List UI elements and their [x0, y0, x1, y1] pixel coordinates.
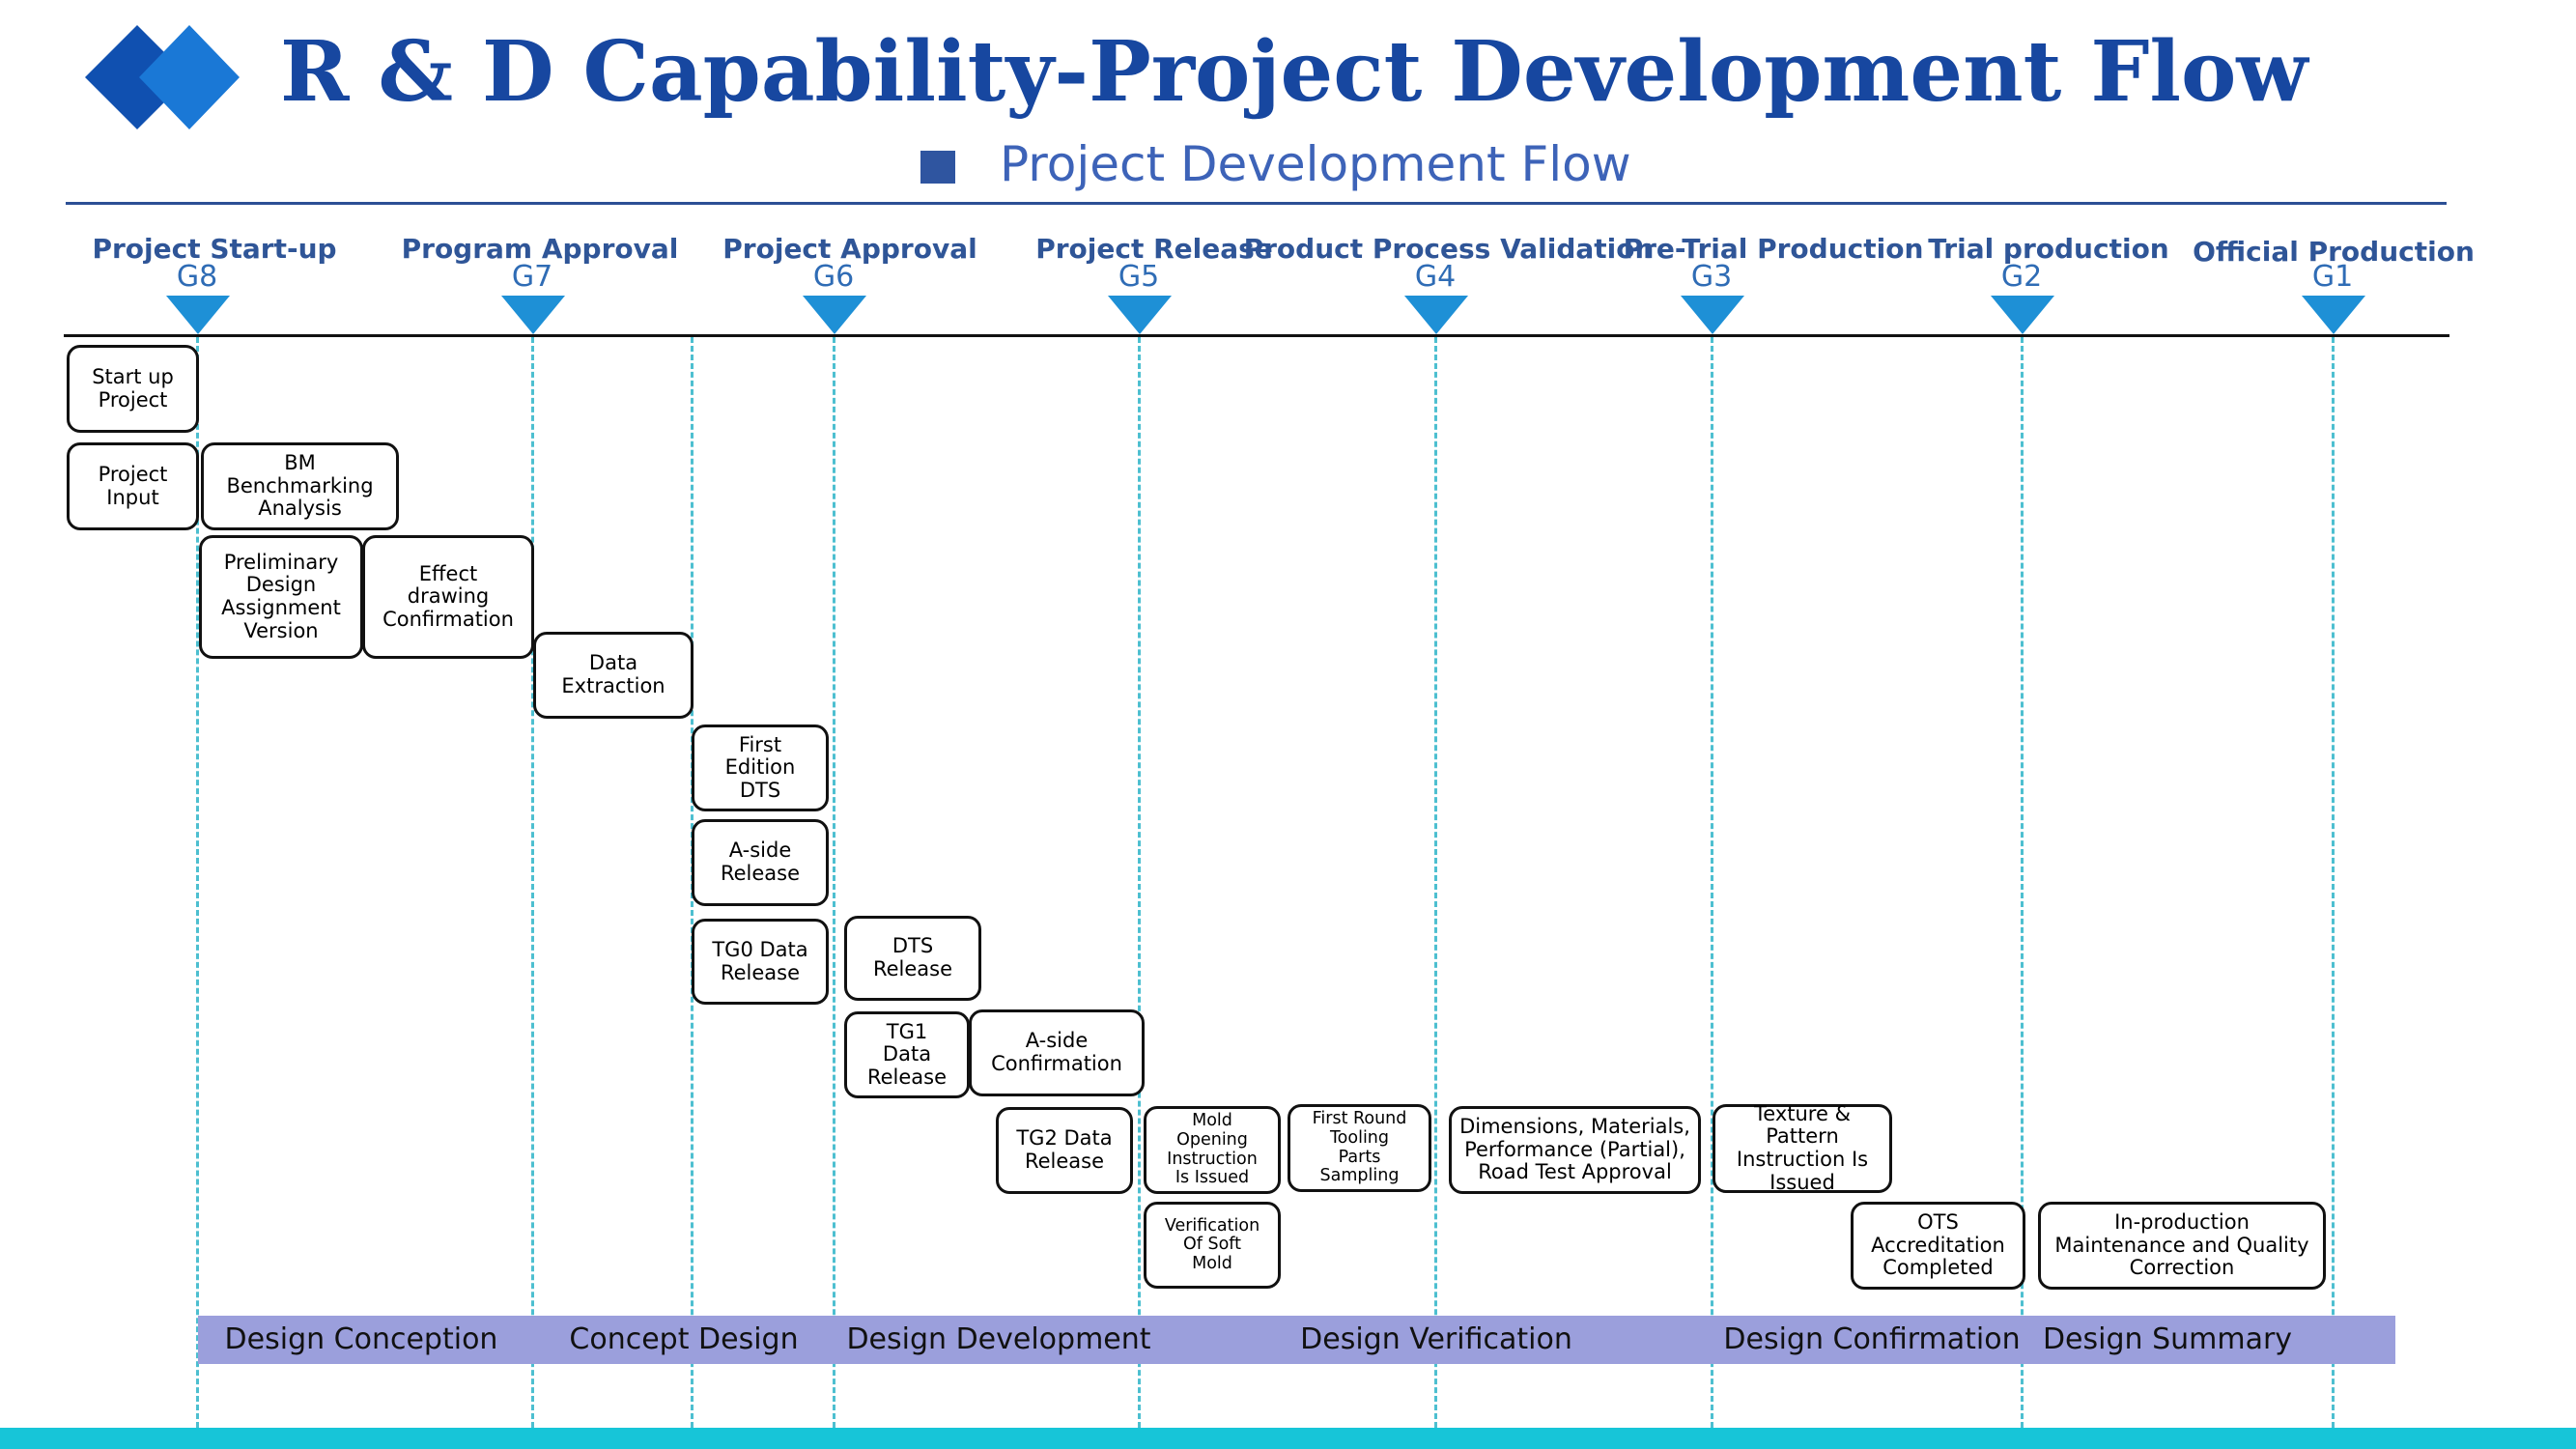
- task-box: Texture & Pattern Instruction Is Issued: [1713, 1102, 1892, 1193]
- page-subtitle: Project Development Flow: [1000, 136, 1631, 192]
- timeline-guide-line: [1711, 337, 1713, 1428]
- phase-label: Design Confirmation: [1723, 1322, 2021, 1356]
- timeline-guide-line: [2332, 337, 2335, 1428]
- task-box: Mold Opening Instruction Is Issued: [1144, 1106, 1281, 1194]
- phase-label: Design Development: [846, 1322, 1151, 1356]
- gate-label: Program Approval: [401, 233, 679, 265]
- phase-label: Design Conception: [224, 1322, 498, 1356]
- task-box: In-production Maintenance and Quality Co…: [2038, 1202, 2326, 1290]
- gate-code: G5: [1118, 260, 1160, 294]
- task-box: Data Extraction: [533, 632, 694, 719]
- gate-code: G7: [511, 260, 553, 294]
- gate-marker-icon: [2302, 296, 2365, 334]
- footer-band: [0, 1428, 2576, 1449]
- task-box: TG1 Data Release: [844, 1011, 970, 1098]
- gate-label: Pre-Trial Production: [1623, 233, 1924, 265]
- page-title: R & D Capability-Project Development Flo…: [280, 23, 2308, 121]
- gate-code: G1: [2311, 260, 2354, 294]
- logo-diamonds-icon: [85, 25, 240, 129]
- task-box: Dimensions, Materials, Performance (Part…: [1449, 1106, 1701, 1194]
- gate-label: Product Process Validation: [1243, 233, 1655, 265]
- gate-code: G4: [1414, 260, 1457, 294]
- phase-label: Concept Design: [569, 1322, 799, 1356]
- timeline-guide-line: [1138, 337, 1141, 1428]
- gate-marker-icon: [1681, 296, 1744, 334]
- gate-label: Project Release: [1035, 233, 1273, 265]
- task-box: TG0 Data Release: [692, 919, 829, 1005]
- subtitle-bullet-icon: [920, 151, 955, 184]
- gate-marker-icon: [1108, 296, 1172, 334]
- timeline-axis: [64, 334, 2449, 337]
- gate-label: Trial production: [1928, 233, 2169, 265]
- task-box: BM Benchmarking Analysis: [201, 442, 399, 530]
- phase-label: Design Verification: [1300, 1322, 1572, 1356]
- task-box: A-side Release: [692, 819, 829, 906]
- task-box: TG2 Data Release: [996, 1107, 1133, 1194]
- phase-label: Design Summary: [2042, 1322, 2293, 1356]
- gate-code: G2: [2000, 260, 2043, 294]
- timeline-guide-line: [2021, 337, 2024, 1428]
- task-box: First Round Tooling Parts Sampling: [1288, 1104, 1431, 1192]
- gate-label: Project Approval: [722, 233, 977, 265]
- gate-code: G3: [1690, 260, 1733, 294]
- gate-marker-icon: [1404, 296, 1468, 334]
- gate-label: Project Start-up: [92, 233, 337, 265]
- phase-arrow-head-icon: [2364, 1316, 2394, 1364]
- gate-marker-icon: [803, 296, 866, 334]
- timeline-guide-line: [531, 337, 534, 1428]
- gate-code: G8: [176, 260, 218, 294]
- gate-code: G6: [812, 260, 855, 294]
- task-box: A-side Confirmation: [969, 1009, 1145, 1096]
- task-box: Preliminary Design Assignment Version: [199, 535, 363, 659]
- gate-marker-icon: [1991, 296, 2054, 334]
- timeline-guide-line: [196, 337, 199, 1428]
- gate-marker-icon: [501, 296, 565, 334]
- phase-arrow-bar: [198, 1316, 2395, 1364]
- gate-label: Official Production: [2193, 236, 2475, 268]
- task-box: Project Input: [67, 442, 199, 530]
- header-divider: [66, 202, 2447, 205]
- gate-marker-icon: [166, 296, 230, 334]
- task-box: OTS Accreditation Completed: [1851, 1202, 2025, 1290]
- task-box: Start up Project: [67, 345, 199, 433]
- timeline-guide-line: [833, 337, 835, 1428]
- task-box: Verification Of Soft Mold: [1144, 1202, 1281, 1289]
- task-box: Effect drawing Confirmation: [362, 535, 534, 659]
- task-box: First Edition DTS: [692, 724, 829, 811]
- task-box: DTS Release: [844, 916, 981, 1001]
- timeline-guide-line: [1434, 337, 1437, 1428]
